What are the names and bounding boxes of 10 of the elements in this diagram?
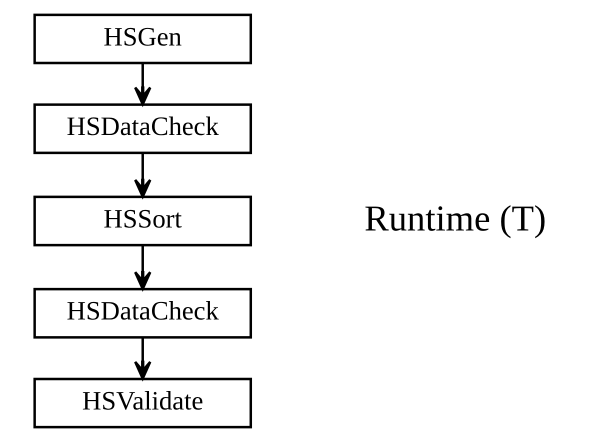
arrow <box>133 245 151 290</box>
label: Runtime (T) <box>364 197 546 238</box>
arrow <box>133 63 151 106</box>
arrow <box>133 338 151 380</box>
arrow <box>133 152 151 198</box>
node-box: HSDataCheck <box>32 103 252 154</box>
node-box: HSSort <box>32 196 252 246</box>
node-box: HSValidate <box>32 378 252 428</box>
node-box: HSDataCheck <box>32 288 252 339</box>
node-box: HSGen <box>32 14 252 64</box>
